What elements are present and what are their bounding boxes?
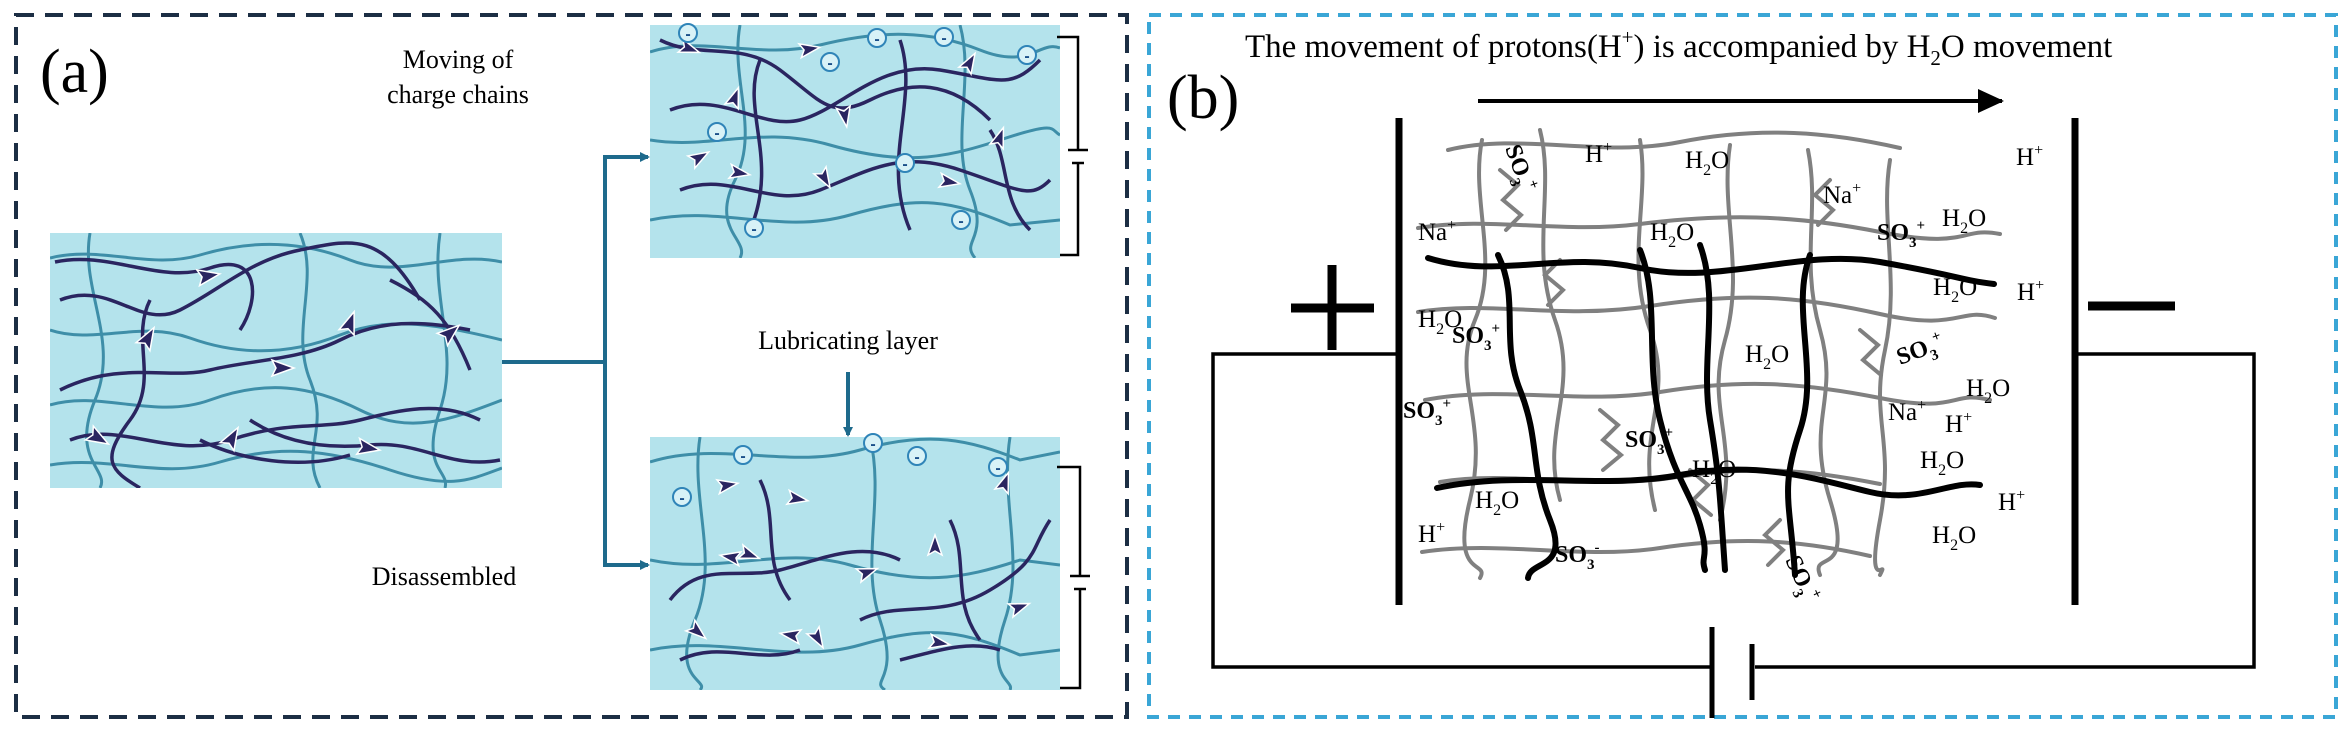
water-label: H2O xyxy=(1933,274,1977,306)
disassembled-label: Disassembled xyxy=(372,562,516,591)
dark-chains-bottom xyxy=(668,479,1052,662)
water-label: H2O xyxy=(1418,306,1462,338)
water-label: H2O xyxy=(1650,219,1694,251)
battery-top xyxy=(1057,35,1088,257)
hydrogel-disassembled: - - - - - xyxy=(650,433,1090,690)
water-label: H2O xyxy=(1920,447,1964,479)
sulfonate-label: SO3+ xyxy=(1403,396,1451,429)
proton-label: H+ xyxy=(1418,519,1445,548)
sulfonate-label: SO3+ xyxy=(1892,328,1948,375)
svg-text:-: - xyxy=(874,31,879,48)
circuit-wire-right xyxy=(1755,352,2256,669)
panel-a-border xyxy=(14,13,1129,719)
negative-charge-icon: - xyxy=(744,218,764,238)
svg-text:-: - xyxy=(958,213,963,230)
positive-sign-icon xyxy=(1291,265,1374,350)
proton-label: H+ xyxy=(1998,487,2025,516)
sulfonate-label: SO3+ xyxy=(1775,551,1825,609)
negative-charge-icon: - xyxy=(867,28,887,48)
negative-charge-icon: - xyxy=(733,445,753,465)
panel-a: (a) xyxy=(14,13,1129,719)
svg-text:-: - xyxy=(995,460,1000,477)
water-label: H2O xyxy=(1932,522,1976,554)
panel-b-label: (b) xyxy=(1167,64,1239,132)
sodium-label: Na+ xyxy=(1823,180,1861,209)
polymer-network-black xyxy=(1425,242,1997,581)
svg-text:-: - xyxy=(685,26,690,43)
moving-label-line1: Moving of xyxy=(403,45,514,74)
hydrogel-initial-fill xyxy=(50,233,502,488)
dark-chains-initial xyxy=(54,241,501,488)
water-label: H2O xyxy=(1692,456,1736,488)
circuit xyxy=(1211,118,2256,718)
circuit-wire xyxy=(1211,352,1710,669)
svg-text:-: - xyxy=(740,448,745,465)
proton-label: H+ xyxy=(2016,142,2043,171)
negative-charge-icon: - xyxy=(934,27,954,47)
sodium-label: Na+ xyxy=(1418,217,1456,246)
sulfonate-label: SO3- xyxy=(1555,540,1600,573)
svg-text:-: - xyxy=(914,449,919,466)
negative-charge-icon: - xyxy=(863,433,883,453)
sulfonate-label: SO3+ xyxy=(1495,140,1542,196)
hydrogel-initial xyxy=(50,233,502,488)
sodium-label: Na+ xyxy=(1888,397,1926,426)
negative-charges-bottom: - - - - - xyxy=(672,433,1008,507)
svg-text:-: - xyxy=(827,55,832,72)
negative-charge-icon: - xyxy=(707,122,727,142)
sulfonate-label: SO3+ xyxy=(1877,218,1925,251)
battery-bottom xyxy=(1057,465,1090,690)
svg-text:-: - xyxy=(902,156,907,173)
hydrogel-charge-moving: - - - - - xyxy=(650,23,1088,258)
svg-text:-: - xyxy=(714,125,719,142)
chemical-labels: H+ H+ H+ H+ H+ H+ H2O H2O H2O H2O H2O H2… xyxy=(1403,139,2044,609)
negative-charges-top: - - - - - xyxy=(678,23,1037,238)
panel-b-border xyxy=(1147,13,2338,719)
panel-a-label: (a) xyxy=(40,38,109,106)
svg-text:-: - xyxy=(870,436,875,453)
branch-arrows xyxy=(502,152,853,570)
moving-label-line2: charge chains xyxy=(387,80,529,109)
panel-b: (b) The movement of protons(H+) is accom… xyxy=(1147,13,2338,719)
lubricating-layer-label: Lubricating layer xyxy=(758,326,938,355)
svg-text:-: - xyxy=(1024,48,1029,65)
dark-arrowheads-top xyxy=(676,37,1005,190)
svg-text:-: - xyxy=(679,490,684,507)
svg-text:-: - xyxy=(751,221,756,238)
negative-charge-icon: - xyxy=(895,153,915,173)
negative-charge-icon: - xyxy=(907,446,927,466)
negative-charge-icon: - xyxy=(1017,45,1037,65)
svg-text:-: - xyxy=(941,30,946,47)
water-label: H2O xyxy=(1475,487,1519,519)
negative-charge-icon: - xyxy=(951,210,971,230)
dark-arrowheads-bottom xyxy=(683,470,1032,650)
water-label: H2O xyxy=(1942,205,1986,237)
negative-charge-icon: - xyxy=(672,487,692,507)
water-label: H2O xyxy=(1745,341,1789,373)
proton-label: H+ xyxy=(1585,139,1612,168)
sulfonate-label: SO3+ xyxy=(1452,321,1500,354)
negative-charge-icon: - xyxy=(820,52,840,72)
dark-arrowheads-initial xyxy=(83,268,461,456)
negative-charge-icon: - xyxy=(678,23,698,43)
water-label: H2O xyxy=(1966,375,2010,407)
proton-label: H+ xyxy=(2017,277,2044,306)
negative-charge-icon: - xyxy=(988,457,1008,477)
water-label: H2O xyxy=(1685,147,1729,179)
sulfonate-label: SO3+ xyxy=(1625,425,1673,458)
panel-b-title: The movement of protons(H+) is accompani… xyxy=(1245,25,2112,70)
proton-label: H+ xyxy=(1945,409,1972,438)
